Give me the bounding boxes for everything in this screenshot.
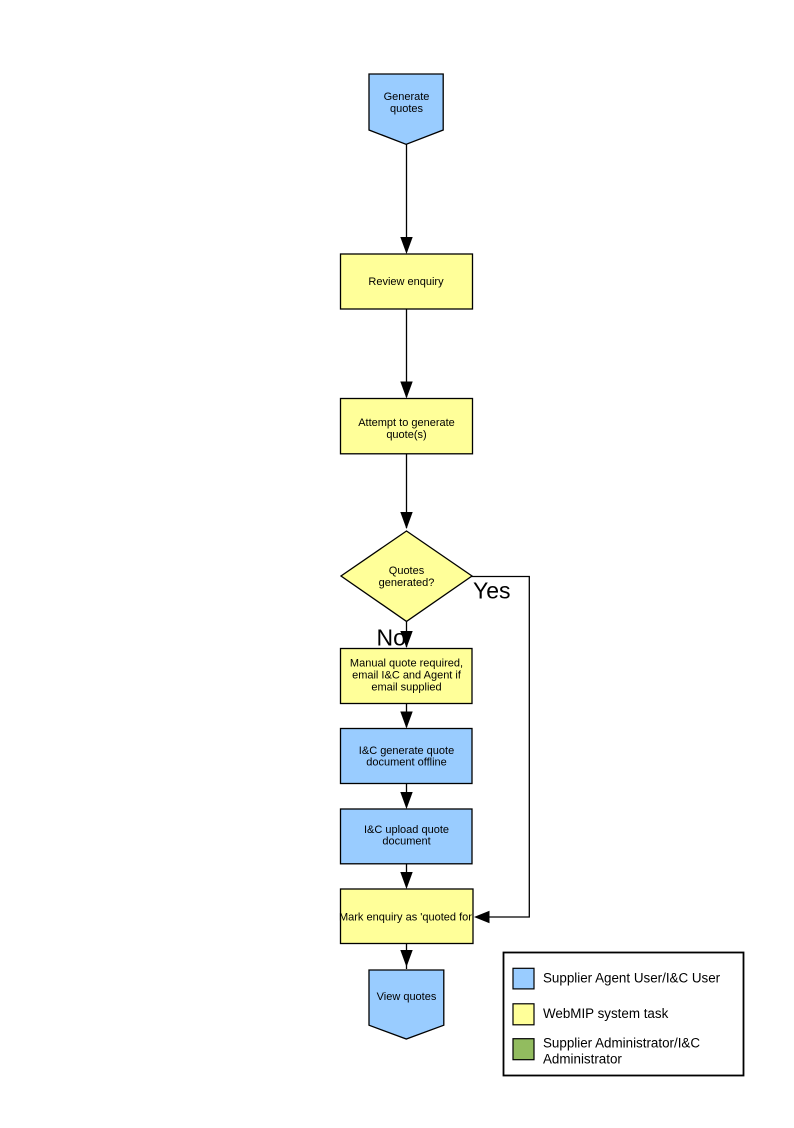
svg-text:Attempt to generate: Attempt to generate [358,417,455,429]
svg-text:document offline: document offline [366,757,447,769]
svg-text:Mark enquiry as 'quoted for': Mark enquiry as 'quoted for' [339,912,474,924]
svg-text:I&C upload quote: I&C upload quote [364,824,449,836]
svg-text:View quotes: View quotes [377,991,437,1003]
svg-text:Supplier Administrator/I&C: Supplier Administrator/I&C [543,1036,700,1051]
svg-text:Quotes: Quotes [389,565,425,577]
svg-text:document: document [382,836,430,848]
svg-text:Supplier Agent User/I&C User: Supplier Agent User/I&C User [543,971,721,986]
svg-text:WebMIP system task: WebMIP system task [543,1006,669,1021]
svg-text:Yes: Yes [473,578,511,604]
svg-text:generated?: generated? [379,577,435,589]
svg-text:email I&C and Agent if: email I&C and Agent if [352,670,462,682]
svg-text:quotes: quotes [390,103,424,115]
svg-text:email supplied: email supplied [371,682,441,694]
svg-text:Review enquiry: Review enquiry [368,276,444,288]
svg-text:I&C generate quote: I&C generate quote [359,745,454,757]
svg-text:Manual quote required,: Manual quote required, [350,658,463,670]
svg-text:Administrator: Administrator [543,1052,622,1067]
svg-text:No: No [377,625,406,651]
svg-text:Generate: Generate [384,91,430,103]
svg-text:quote(s): quote(s) [386,429,426,441]
